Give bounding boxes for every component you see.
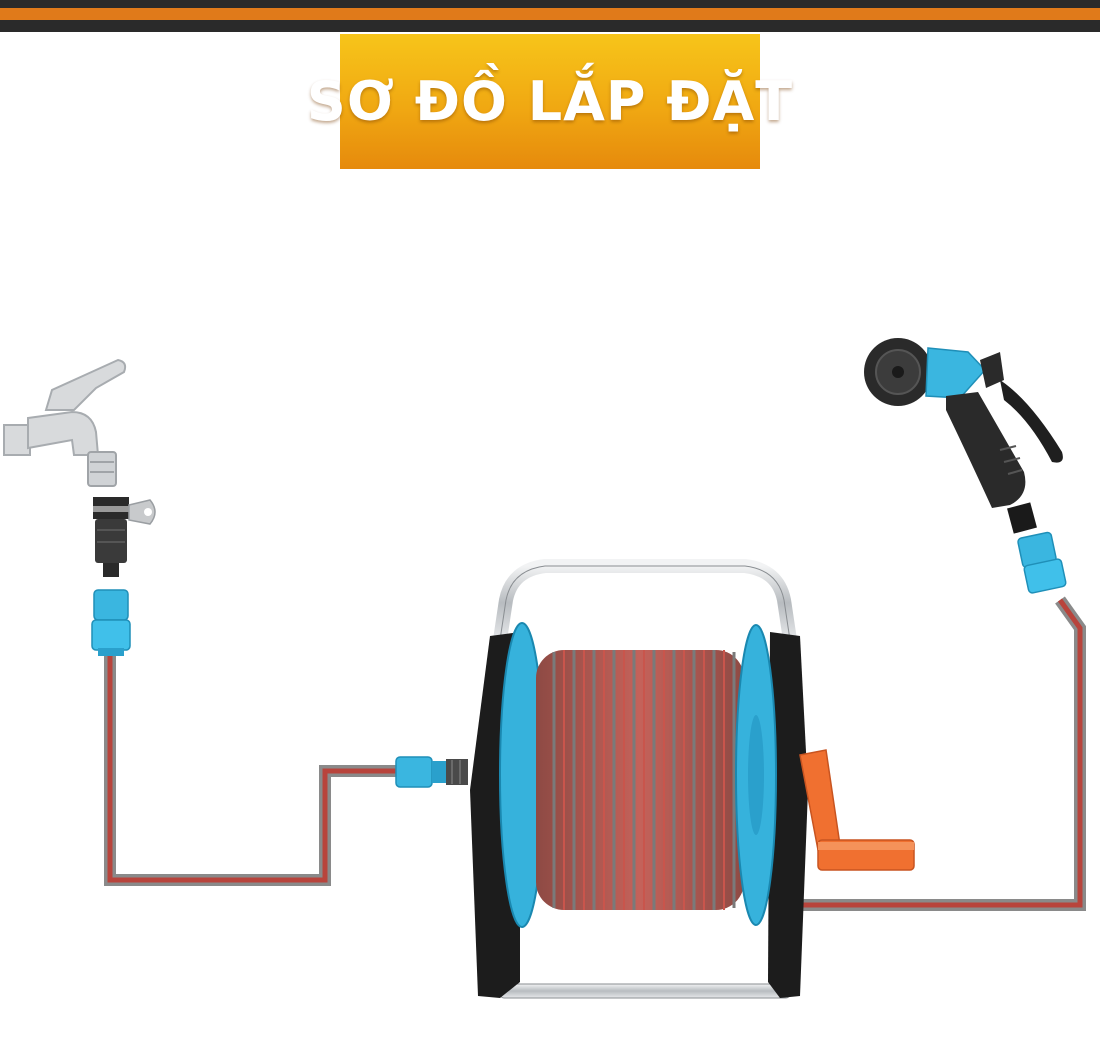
faucet-icon <box>3 358 127 487</box>
page-title: SƠ ĐỒ LẮP ĐẶT <box>306 70 794 133</box>
spray-nozzle-icon <box>864 338 1067 594</box>
inlet-hose <box>104 655 398 886</box>
top-decor-bar <box>0 0 1100 32</box>
crank-handle-icon <box>799 749 915 871</box>
hose-reel-icon <box>470 559 808 999</box>
title-banner: SƠ ĐỒ LẮP ĐẶT <box>307 34 792 169</box>
reel-inlet-connector <box>395 756 468 788</box>
quick-connector-icon <box>91 589 131 656</box>
tap-adapter-icon <box>93 497 156 577</box>
outlet-hose <box>800 596 1086 911</box>
